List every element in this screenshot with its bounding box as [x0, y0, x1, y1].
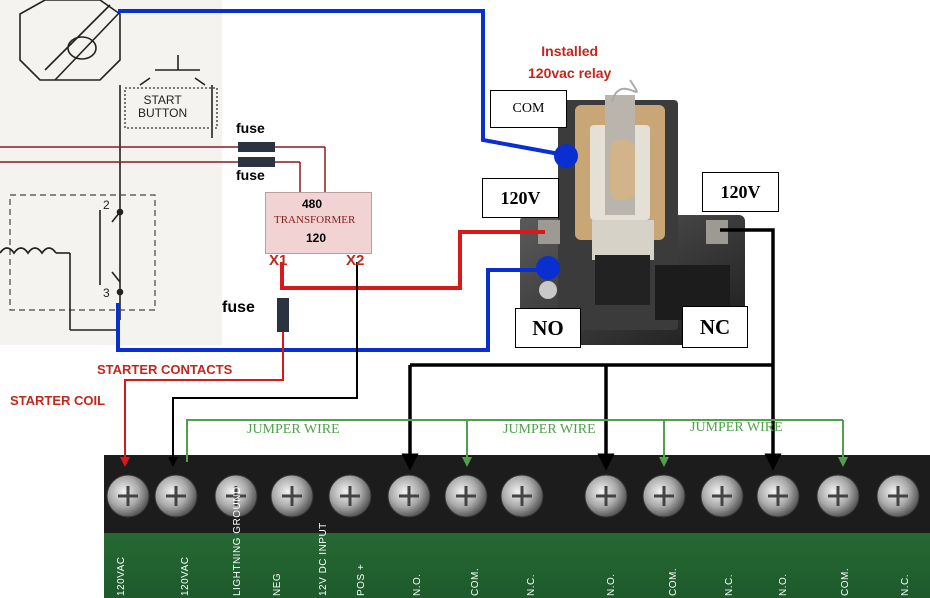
relay-no-label: NO — [515, 308, 581, 348]
jumper-wire-label-1: JUMPER WIRE — [247, 422, 340, 437]
relay-title: Installed 120vac relay — [528, 40, 611, 84]
board-label: N.C. — [526, 574, 537, 596]
board-label: N.O. — [412, 573, 423, 596]
fuse-top-b-label: fuse — [236, 167, 265, 183]
transformer-secondary: 120 — [306, 231, 327, 245]
com-terminal-dot — [554, 144, 578, 168]
board-label: NEG — [272, 572, 283, 596]
fuse-body-top-a — [238, 142, 275, 152]
no-terminal-dot — [536, 256, 560, 280]
contact-3-label: 3 — [103, 286, 110, 300]
starter-coil-label: STARTER COIL — [10, 393, 106, 408]
terminal-screws — [106, 474, 920, 518]
transformer-name: TRANSFORMER — [274, 214, 356, 226]
black-wires — [168, 228, 782, 471]
contact-symbols — [99, 208, 124, 296]
jumper-wire-label-3: JUMPER WIRE — [690, 420, 783, 435]
relay-coil-right-label: 120V — [702, 172, 779, 212]
board-label: N.C. — [724, 574, 735, 596]
relay-title-line1: Installed — [541, 43, 599, 59]
start-button-label: START BUTTON — [138, 94, 187, 120]
board-label: 12V DC INPUT — [318, 522, 329, 596]
board-label: 120VAC — [180, 556, 191, 596]
board-label: POS + — [356, 563, 367, 596]
transformer-x1: X1 — [269, 252, 288, 269]
blue-wires — [116, 9, 566, 352]
transformer-x2: X2 — [346, 252, 365, 269]
board-label: COM. — [470, 567, 481, 596]
schematic-symbol — [19, 0, 121, 81]
green-jumpers — [186, 419, 848, 467]
fuse-body-top-b — [238, 157, 275, 167]
jumper-wire-label-2: JUMPER WIRE — [503, 422, 596, 437]
fuse-top-a-label: fuse — [236, 120, 265, 136]
start-button-line1: START — [143, 93, 182, 107]
transformer-primary: 480 — [302, 197, 323, 211]
coil-symbol — [0, 247, 57, 255]
board-label: COM. — [668, 567, 679, 596]
relay-coil-left-label: 120V — [482, 178, 559, 218]
board-label: COM. — [840, 567, 851, 596]
start-button-line2: BUTTON — [138, 106, 188, 120]
board-label: N.O. — [778, 573, 789, 596]
board-label: LIGHTNING GROUND — [232, 486, 243, 596]
starter-contacts-label: STARTER CONTACTS — [97, 362, 233, 377]
relay-nc-label: NC — [682, 306, 748, 348]
schematic-background — [0, 0, 222, 345]
board-label: N.C. — [900, 574, 911, 596]
fuse-bottom-label: fuse — [222, 299, 255, 316]
board-label: 120VAC — [116, 556, 127, 596]
board-label: N.O. — [606, 573, 617, 596]
relay-com-label: COM — [490, 90, 567, 128]
transformer-box: 480 TRANSFORMER 120 — [265, 192, 372, 254]
schematic-enclosure — [9, 194, 156, 311]
red-wires — [120, 230, 545, 467]
contact-2-label: 2 — [103, 198, 110, 212]
relay-title-line2: 120vac relay — [528, 65, 612, 81]
fuse-body-bottom — [277, 298, 289, 332]
